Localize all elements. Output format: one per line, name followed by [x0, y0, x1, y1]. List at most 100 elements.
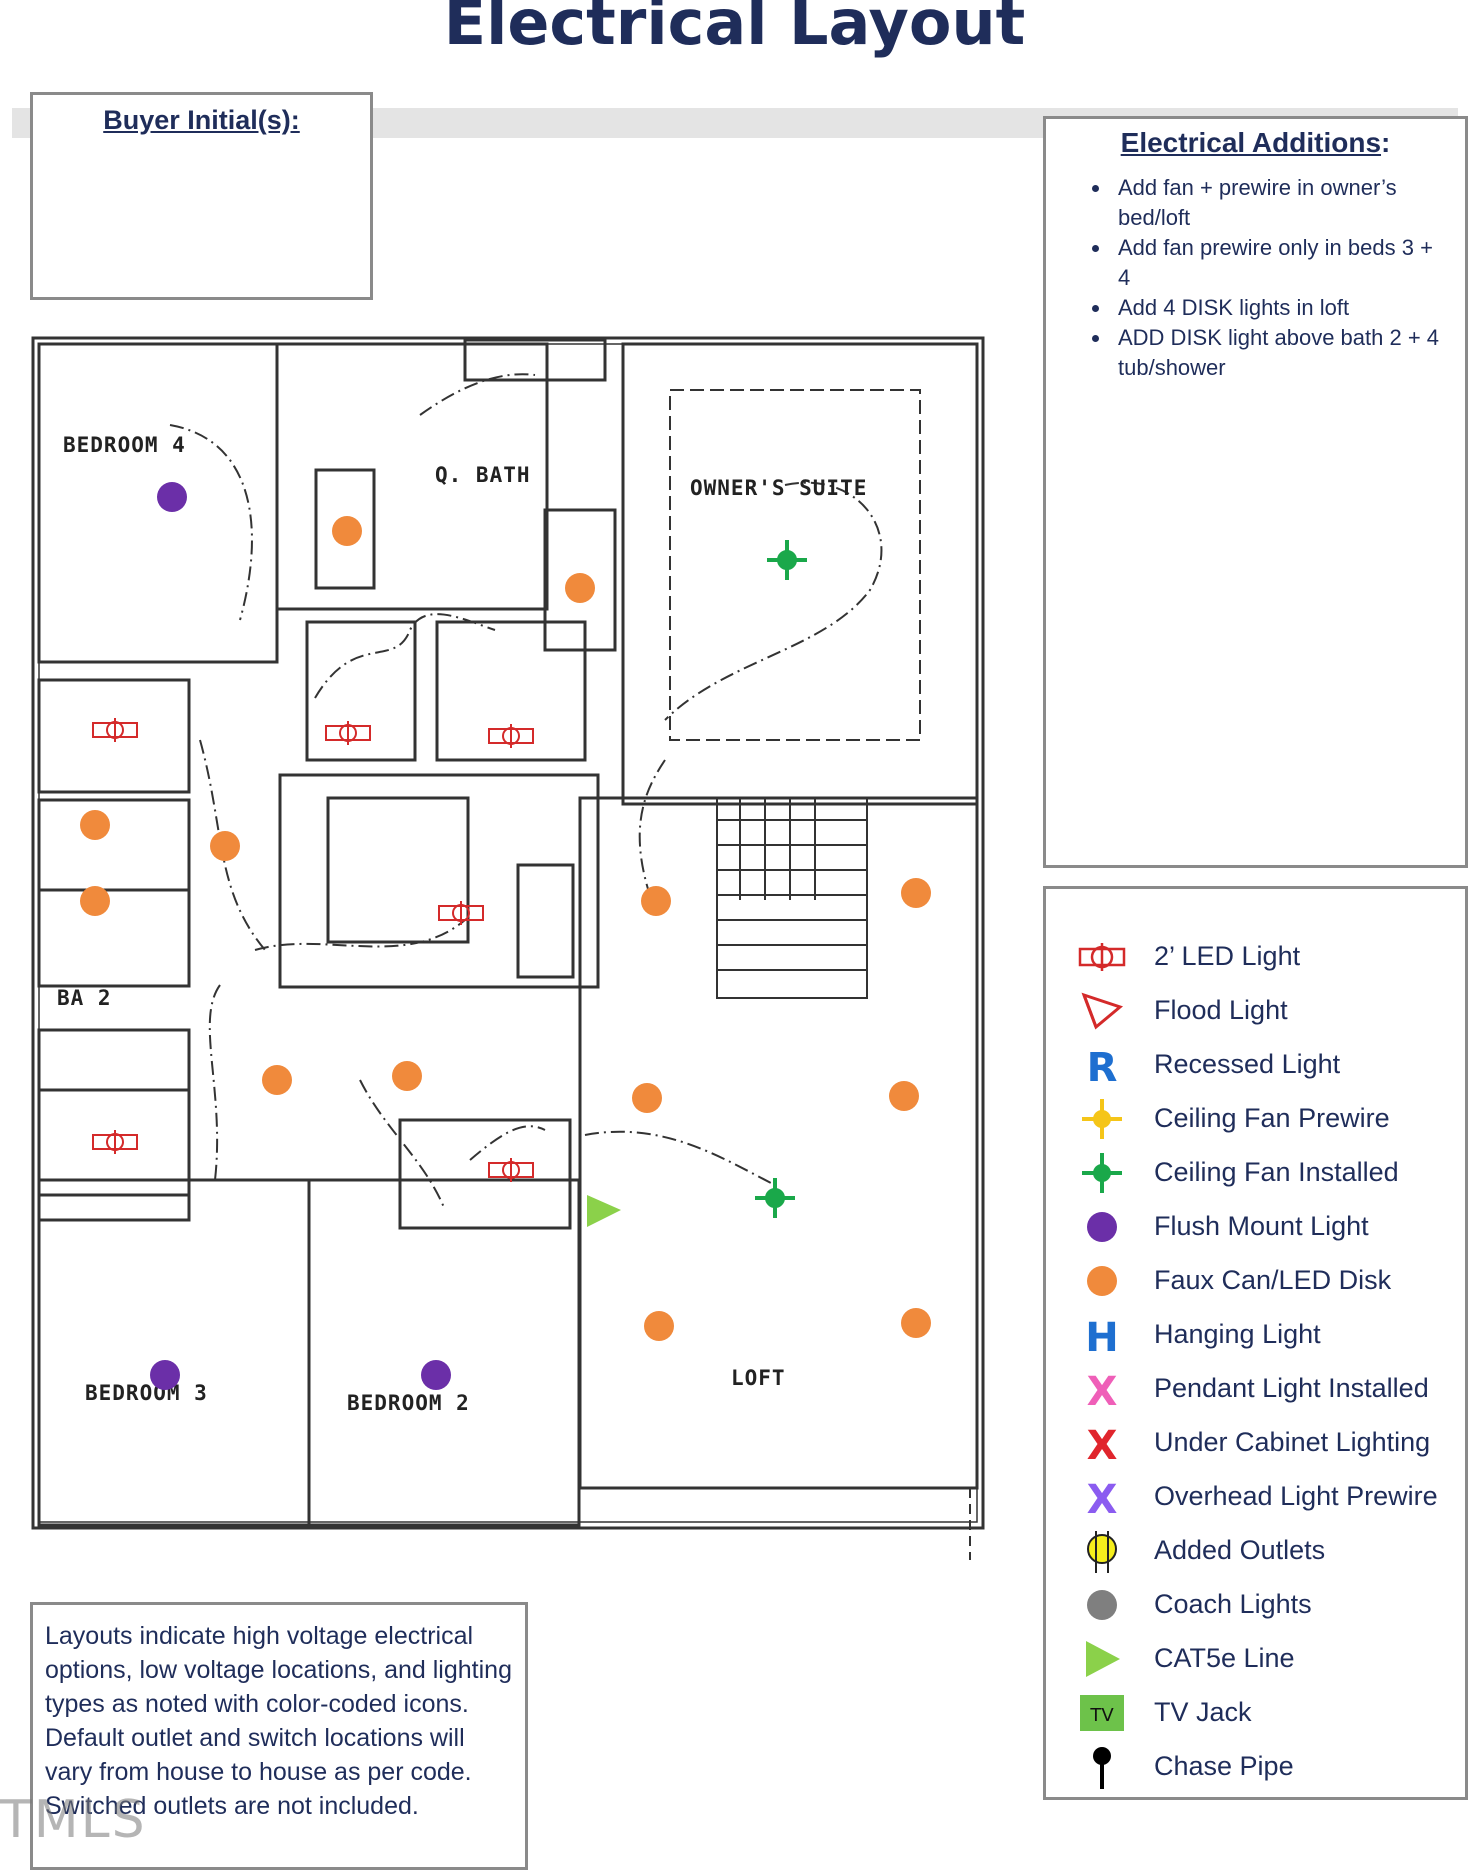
faux-can-led-disk-icon [644, 1311, 674, 1341]
room-label-qbath: Q. BATH [435, 463, 531, 487]
led-light-icon [92, 1130, 138, 1154]
electrical-additions-list: Add fan + prewire in owner’s bed/loft Ad… [1046, 173, 1465, 383]
bedroom3-walls [37, 1178, 311, 1527]
floor-plan: BEDROOM 4 Q. BATH OWNER'S SUITE BA 2 LOF… [31, 336, 985, 1560]
tv-jack-icon: TV [1080, 1695, 1124, 1731]
legend-label: Ceiling Fan Installed [1154, 1157, 1399, 1187]
legend-row: Ceiling Fan Installed [1046, 1149, 1466, 1199]
legend-row: X Pendant Light Installed [1046, 1365, 1466, 1415]
bedroom4-walls [37, 342, 279, 664]
flood-light-icon [1081, 992, 1124, 1030]
faux-can-led-disk-icon [565, 573, 595, 603]
addition-item: Add fan prewire only in beds 3 + 4 [1112, 233, 1451, 293]
room-label-loft: LOFT [731, 1366, 786, 1390]
legend-row: 2’ LED Light [1046, 933, 1466, 983]
hanging-light-icon: H [1085, 1315, 1118, 1359]
legend-row: H Hanging Light [1046, 1311, 1466, 1361]
coach-lights-icon [1087, 1590, 1117, 1620]
room-label-bedroom4: BEDROOM 4 [63, 433, 186, 457]
loft-walls [578, 796, 979, 1490]
led-light-icon [92, 718, 138, 742]
svg-text:X: X [1087, 1369, 1118, 1413]
legend-label: Flood Light [1154, 995, 1288, 1025]
svg-text:R: R [1087, 1045, 1118, 1089]
ceiling-fan-installed-icon [767, 540, 807, 580]
flush-mount-light-icon [157, 482, 187, 512]
legend-label: Pendant Light Installed [1154, 1373, 1429, 1403]
faux-can-led-disk-icon [392, 1061, 422, 1091]
plan-led-lights [92, 718, 534, 1182]
led-light-icon [325, 721, 371, 745]
electrical-additions-heading: Electrical Additions: [1120, 127, 1391, 158]
addition-item: ADD DISK light above bath 2 + 4 tub/show… [1112, 323, 1451, 383]
room-label-owners-suite: OWNER'S SUITE [690, 476, 867, 500]
legend-box: 2’ LED Light Flood Light R Recessed Ligh… [1043, 886, 1468, 1800]
ceiling-fan-prewire-icon [1082, 1099, 1122, 1139]
room-label-ba2: BA 2 [57, 986, 112, 1010]
legend-label: Recessed Light [1154, 1049, 1341, 1079]
faux-can-led-disk-icon [210, 831, 240, 861]
faux-can-led-disk-icon [641, 886, 671, 916]
led-light-icon [1078, 943, 1126, 971]
plan-flush-mount-lights [150, 482, 451, 1390]
legend-label: Flush Mount Light [1154, 1211, 1369, 1241]
page-title: Electrical Layout [443, 0, 1026, 59]
flush-mount-light-icon [421, 1360, 451, 1390]
legend-label: 2’ LED Light [1154, 941, 1301, 971]
owners-suite-walls [621, 342, 979, 806]
overhead-light-prewire-icon: X [1087, 1477, 1118, 1521]
qbath-walls [275, 342, 549, 611]
faux-can-led-disk-icon [901, 878, 931, 908]
plan-ceiling-fans [755, 540, 807, 1218]
wiring [169, 373, 883, 1211]
plan-faux-can-lights [80, 516, 931, 1341]
legend-row: Ceiling Fan Prewire [1046, 1095, 1466, 1145]
faux-can-led-disk-icon [632, 1083, 662, 1113]
faux-can-led-disk-icon [901, 1308, 931, 1338]
led-light-icon [488, 1158, 534, 1182]
legend-label: Under Cabinet Lighting [1154, 1427, 1431, 1457]
chase-pipe-icon [1093, 1747, 1111, 1789]
pendant-light-icon: X [1087, 1369, 1118, 1413]
legend-row: Flood Light [1046, 987, 1466, 1037]
electrical-additions-box: Electrical Additions: Add fan + prewire … [1043, 116, 1468, 868]
legend-label: Ceiling Fan Prewire [1154, 1103, 1390, 1133]
legend-label: Faux Can/LED Disk [1154, 1265, 1392, 1295]
faux-can-led-disk-icon [1087, 1266, 1117, 1296]
led-light-icon [438, 901, 484, 925]
legend-row: X Overhead Light Prewire [1046, 1473, 1466, 1523]
recessed-light-icon: R [1087, 1045, 1118, 1089]
legend-label: CAT5e Line [1154, 1643, 1295, 1673]
addition-item: Add 4 DISK lights in loft [1112, 293, 1451, 323]
buyer-initials-box[interactable]: Buyer Initial(s): [30, 92, 373, 300]
legend-row: Coach Lights [1046, 1581, 1466, 1631]
room-labels: BEDROOM 4 Q. BATH OWNER'S SUITE BA 2 LOF… [57, 433, 867, 1415]
faux-can-led-disk-icon [262, 1065, 292, 1095]
legend-label: Hanging Light [1154, 1319, 1321, 1349]
faux-can-led-disk-icon [80, 886, 110, 916]
legend-row: X Under Cabinet Lighting [1046, 1419, 1466, 1469]
legend-label: Chase Pipe [1154, 1751, 1294, 1781]
legend-row: Faux Can/LED Disk [1046, 1257, 1466, 1307]
faux-can-led-disk-icon [332, 516, 362, 546]
watermark-logo: TMLS [0, 1790, 147, 1850]
room-label-bedroom3: BEDROOM 3 [85, 1381, 208, 1405]
legend-row: TV TV Jack [1046, 1689, 1466, 1739]
added-outlets-icon [1087, 1531, 1117, 1573]
room-label-bedroom2: BEDROOM 2 [347, 1391, 470, 1415]
cat5e-line-icon [1086, 1641, 1120, 1677]
buyer-initials-label: Buyer Initial(s): [103, 105, 300, 135]
faux-can-led-disk-icon [80, 810, 110, 840]
legend-row: Chase Pipe [1046, 1743, 1466, 1793]
flush-mount-light-icon [150, 1360, 180, 1390]
layout-note-box: Layouts indicate high voltage electrical… [30, 1602, 528, 1870]
legend-label: TV Jack [1154, 1697, 1252, 1727]
ceiling-fan-installed-icon [755, 1178, 795, 1218]
led-light-icon [488, 724, 534, 748]
under-cabinet-lighting-icon: X [1087, 1423, 1118, 1467]
svg-text:X: X [1087, 1477, 1118, 1521]
legend-row: Added Outlets [1046, 1527, 1466, 1577]
svg-text:H: H [1085, 1315, 1118, 1359]
legend-label: Added Outlets [1154, 1535, 1326, 1565]
bedroom2-walls [307, 1178, 581, 1527]
